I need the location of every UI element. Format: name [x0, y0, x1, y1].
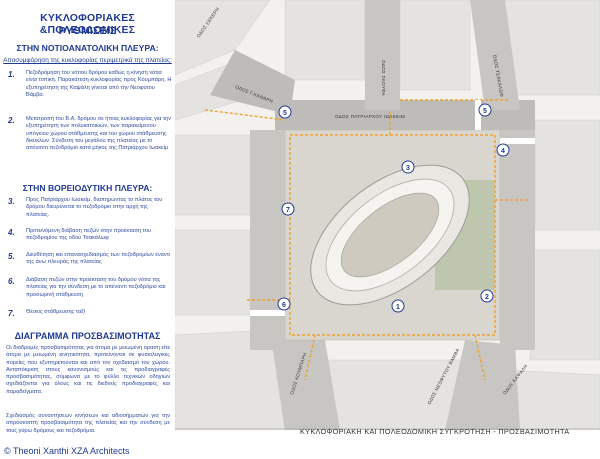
svg-text:6: 6 [282, 302, 286, 309]
marker-2: 2 [480, 289, 494, 303]
building-block [504, 0, 600, 96]
marker-4: 4 [496, 143, 510, 157]
marker-1: 1 [391, 299, 405, 313]
marker-6: 6 [277, 297, 291, 311]
access-heading: ΔΙΑΓΡΑΜΜΑ ΠΡΟΣΒΑΣΙΜΟΤΗΤΑΣ [14, 331, 161, 341]
item-number: 6. [8, 277, 15, 286]
marker-5-left: 5 [278, 105, 292, 119]
access-paragraph-2: Σχεδιασμός συναντήσεων κινήσεων και αδιο… [6, 413, 170, 434]
marker-7: 7 [281, 202, 295, 216]
credit-line: © Theoni Xanthi XZA Architects [4, 446, 130, 456]
building-block [175, 134, 251, 216]
item-number: 2. [8, 116, 15, 125]
panel-title-line2: ΡΥΘΜΙΣΕΙΣ [58, 25, 117, 37]
south-subheading: Αποσυμφόρηση της κυκλοφορίας περιμετρικά… [3, 57, 172, 64]
item-number: 3. [8, 197, 15, 206]
item-number: 1. [8, 70, 15, 79]
item-number: 5. [8, 252, 15, 261]
road-left [250, 130, 285, 350]
item-text: Μετατροπή του Β.Α. δρόμου σε ήπιας κυκλο… [26, 116, 172, 152]
site-plan-map: ΟΔΟΣ Γ.ΚΑΝΑΡΗ ΟΔΟΣ ΠΑΤΡΙΑΡΧΟΥ ΙΩΑΚΕΙΜ ΟΔ… [175, 0, 600, 430]
access-paragraph: Οι διαδρομές προσβασιμότητας για άτομα μ… [6, 345, 170, 395]
item-text: Θέσεις στάθμευσης ταξί [26, 309, 85, 315]
building-block [534, 119, 600, 231]
svg-text:1: 1 [396, 304, 400, 311]
building-block [529, 249, 600, 361]
item-text: Προς Πατριάρχου Ιωακείμ, διαπηρώντας το … [26, 197, 163, 218]
building-block [175, 329, 286, 430]
item-number: 4. [8, 228, 15, 237]
road-skoufa [365, 0, 400, 110]
road-kapsali [500, 130, 535, 350]
svg-text:3: 3 [406, 165, 410, 172]
item-text: Προτεινόμενη διάβαση πεζών στην προέκτασ… [26, 228, 151, 242]
text-panel: ΚΥΚΛΟΦΟΡΙΑΚΕΣ &ΠΟΛΕΟΔΟΜΙΚΕΣ ΡΥΘΜΙΣΕΙΣ ΣΤ… [0, 0, 175, 459]
svg-text:7: 7 [286, 207, 290, 214]
street-label: ΟΔΟΣ ΠΑΤΡΙΑΡΧΟΥ ΙΩΑΚΕΙΜ [335, 114, 405, 119]
road-neofytou [445, 340, 520, 430]
street-label: ΟΔΟΣ ΣΚΟΥΦΑ [381, 60, 386, 97]
road [210, 50, 295, 115]
svg-text:4: 4 [501, 148, 505, 155]
north-heading: ΣΤΗΝ ΒΟΡΕΙΟΔΥΤΙΚΗ ΠΛΕΥΡΑ: [22, 183, 153, 193]
item-text: Διάβαση πεζών στην προέκταση του δρόμου … [26, 277, 166, 298]
accessibility-routes [204, 99, 530, 381]
road-tsakalof [470, 0, 520, 110]
marker-5-right: 5 [478, 103, 492, 117]
item-text: Διευθέτηση και επανασχεδιασμός των πεζοδ… [26, 252, 171, 266]
marker-3: 3 [401, 160, 415, 174]
central-ellipse [310, 164, 470, 306]
item-text: Πεζοδρόμηση του νότιου δρόμου καθώς η κί… [26, 70, 172, 98]
item-number: 7. [8, 309, 15, 318]
svg-text:5: 5 [283, 110, 287, 117]
panel-title-line1: ΚΥΚΛΟΦΟΡΙΑΚΕΣ &ΠΟΛΕΟΔΟΜΙΚΕΣ [39, 12, 136, 36]
building-block [175, 229, 251, 316]
svg-text:5: 5 [483, 108, 487, 115]
building-block [399, 0, 471, 91]
south-heading: ΣΤΗΝ ΝΟΤΙΟΑΝΑΤΟΛΙΚΗ ΠΛΕΥΡΑ: [16, 43, 159, 53]
crosswalks [250, 100, 535, 316]
building-block [284, 0, 366, 81]
map-caption: ΚΥΚΛΟΦΟΡΙΑΚΗ ΚΑΙ ΠΟΛΕΟΔΟΜΙΚΗ ΣΥΓΚΡΟΤΗΣΗ … [300, 427, 570, 436]
svg-text:2: 2 [485, 294, 489, 301]
